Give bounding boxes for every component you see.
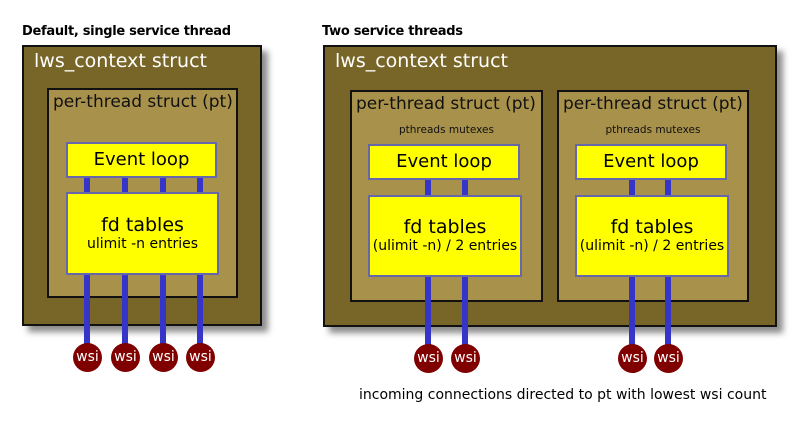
pt-label: per-thread struct (pt)	[356, 94, 536, 114]
right-title: Two service threads	[322, 24, 463, 39]
fd-title: fd tables	[403, 216, 487, 238]
wsi-node: wsi	[149, 343, 178, 372]
fd-tables-box: fd tables (ulimit -n) / 2 entries	[368, 195, 522, 277]
wsi-node: wsi	[73, 343, 102, 372]
event-loop-box: Event loop	[575, 144, 727, 180]
lws-context-box: lws_context struct per-thread struct (pt…	[22, 45, 262, 326]
fd-tables-box: fd tables ulimit -n entries	[66, 192, 219, 275]
fd-title: fd tables	[101, 214, 184, 236]
mutex-label: pthreads mutexes	[399, 124, 494, 136]
fd-sub: (ulimit -n) / 2 entries	[579, 238, 725, 254]
fd-title: fd tables	[610, 216, 694, 238]
context-label: lws_context struct	[335, 50, 508, 72]
event-loop-box: Event loop	[66, 142, 217, 178]
fd-sub: ulimit -n entries	[86, 236, 199, 252]
wsi-node: wsi	[654, 344, 683, 373]
wsi-node: wsi	[618, 344, 647, 373]
wsi-node: wsi	[111, 343, 140, 372]
pt-label: per-thread struct (pt)	[53, 92, 233, 112]
left-title: Default, single service thread	[22, 24, 231, 39]
wsi-node: wsi	[186, 343, 215, 372]
mutex-label: pthreads mutexes	[605, 124, 701, 136]
fd-sub: (ulimit -n) / 2 entries	[372, 238, 518, 254]
pt-label: per-thread struct (pt)	[563, 94, 743, 114]
event-loop-box: Event loop	[368, 144, 520, 180]
context-label: lws_context struct	[34, 50, 207, 72]
caption: incoming connections directed to pt with…	[359, 387, 767, 403]
wsi-node: wsi	[451, 344, 480, 373]
lws-context-box: lws_context struct per-thread struct (pt…	[323, 45, 777, 327]
fd-tables-box: fd tables (ulimit -n) / 2 entries	[575, 195, 729, 277]
wsi-node: wsi	[414, 344, 443, 373]
